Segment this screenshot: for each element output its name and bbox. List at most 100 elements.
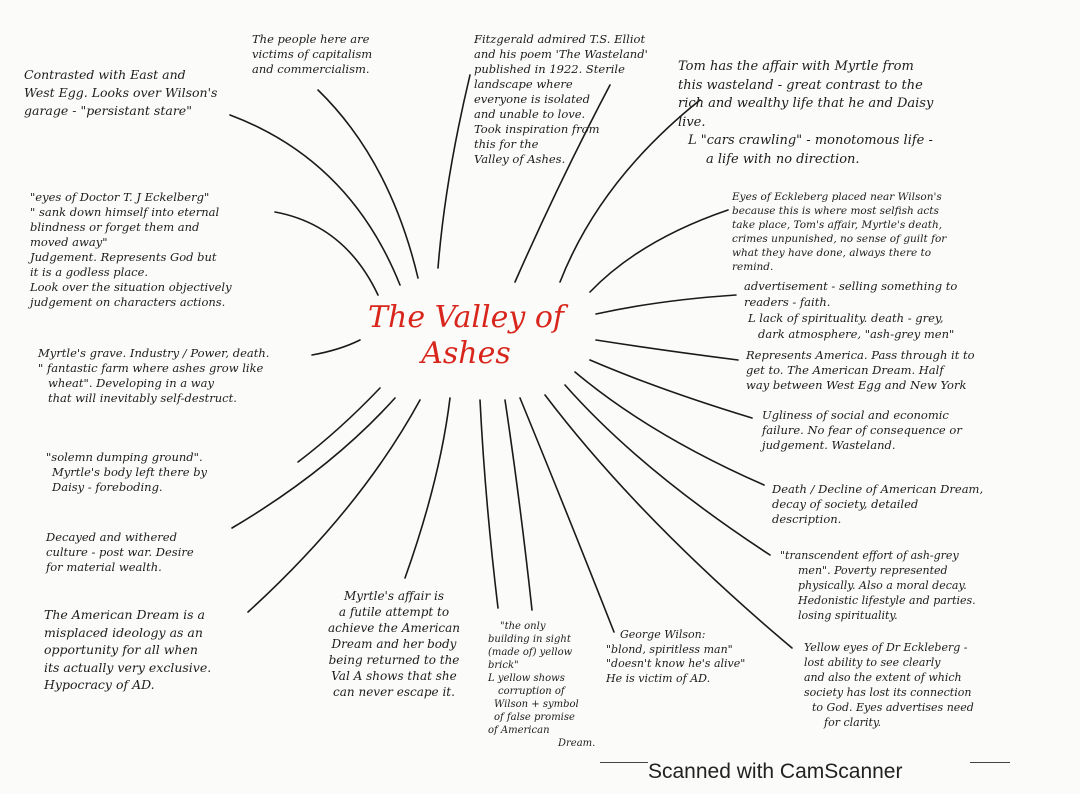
note-line: "eyes of Doctor T. J Eckelberg" (30, 190, 210, 204)
note-line: "blond, spiritless man" (606, 642, 733, 656)
note-transcendent: "transcendent effort of ash-grey men". P… (780, 548, 976, 623)
note-line: building in sight (488, 634, 571, 645)
note-line: West Egg. Looks over Wilson's (24, 85, 218, 100)
note-wilson: George Wilson: "blond, spiritless man" "… (606, 628, 745, 686)
note-line: Represents America. Pass through it to (746, 348, 975, 362)
note-line: Decayed and withered (46, 530, 177, 544)
note-line: The people here are (252, 32, 370, 46)
note-line: for material wealth. (46, 560, 162, 574)
note-line: garage - "persistant stare" (24, 103, 192, 118)
note-america: Represents America. Pass through it to g… (746, 348, 975, 393)
note-line: Eyes of Eckleberg placed near Wilson's (732, 191, 942, 203)
note-line: being returned to the (328, 653, 460, 667)
note-line: that will inevitably self-destruct. (48, 391, 237, 405)
ray-yellow (544, 394, 793, 649)
note-advertisement: advertisement - selling something to rea… (744, 278, 957, 342)
note-line: L "cars crawling" - monotomous life - (688, 133, 933, 148)
note-line: achieve the American (327, 621, 461, 635)
note-line: physically. Also a moral decay. (798, 579, 967, 592)
note-line: Tom has the affair with Myrtle from (678, 59, 914, 74)
note-line: and also the extent of which (804, 671, 962, 684)
note-line: take place, Tom's affair, Myrtle's death… (732, 219, 943, 231)
note-line: Contrasted with East and (24, 67, 186, 82)
note-line: dark atmosphere, "ash-grey men" (758, 327, 955, 341)
note-affair: Myrtle's affair is a futile attempt to a… (308, 588, 480, 700)
note-line: "transcendent effort of ash-grey (780, 549, 959, 562)
note-line: Val A shows that she (331, 669, 457, 683)
note-line: what they have done, always there to (732, 247, 932, 259)
ray-grave (311, 339, 361, 356)
note-line: "doesn't know he's alive" (606, 657, 746, 670)
note-line: Yellow eyes of Dr Eckleberg - (804, 641, 968, 654)
note-line: blindness or forget them and (30, 220, 200, 234)
note-line: published in 1922. Sterile (474, 62, 625, 76)
note-line: judgement on characters actions. (30, 295, 226, 309)
note-line: its actually very exclusive. (44, 659, 212, 675)
note-line: it is a godless place. (30, 265, 149, 279)
note-line: losing spirituality. (798, 609, 898, 622)
ray-placed (589, 209, 729, 293)
note-line: and his poem 'The Wasteland' (474, 47, 648, 61)
ray-transcendent (564, 384, 771, 556)
note-line: live. (678, 114, 706, 130)
note-line: L lack of spirituality. death - grey, (748, 311, 944, 325)
ray-decayed (231, 397, 396, 529)
note-line: culture - post war. Desire (46, 545, 194, 559)
note-line: Myrtle's body left there by (52, 465, 208, 479)
note-line: moved away" (30, 235, 108, 249)
note-decline: Death / Decline of American Dream, decay… (772, 482, 983, 527)
note-decayed: Decayed and withered culture - post war.… (46, 530, 194, 575)
ray-dream (247, 399, 421, 613)
map-title-line: The Valley of (367, 300, 564, 335)
note-line: failure. No fear of consequence or (762, 423, 962, 437)
note-line: can never escape it. (333, 685, 455, 699)
note-line: decay of society, detailed (772, 497, 919, 511)
ray-capitalism (317, 89, 419, 279)
note-building: "the only building in sight (made of) ye… (488, 620, 595, 750)
note-line: Judgement. Represents God but (30, 250, 217, 264)
note-ugliness: Ugliness of social and economic failure.… (762, 408, 962, 453)
note-line: a life with no direction. (706, 151, 860, 167)
note-line: remind. (732, 261, 774, 273)
note-line: of American (488, 725, 550, 736)
note-line: Wilson + symbol (494, 699, 579, 710)
ray-wilson (519, 397, 615, 633)
note-line: for clarity. (824, 716, 882, 729)
note-line: misplaced ideology as an (44, 624, 203, 640)
ray-solemn (297, 387, 381, 463)
note-line: get to. The American Dream. Half (746, 363, 944, 377)
note-eckleburg: "eyes of Doctor T. J Eckelberg" " sank d… (30, 190, 232, 310)
ray-building (479, 399, 499, 609)
ray-eliot-right (514, 84, 611, 283)
scanner-watermark: Scanned with CamScanner (648, 760, 903, 783)
note-line: a futile attempt to (338, 605, 450, 619)
note-line: He is victim of AD. (606, 671, 711, 685)
note-line: to God. Eyes advertises need (812, 701, 974, 714)
note-line: (made of) yellow (488, 647, 573, 658)
note-line: this wasteland - great contrast to the (678, 77, 923, 93)
note-line: men". Poverty represented (798, 564, 948, 577)
note-line: Hedonistic lifestyle and parties. (798, 594, 976, 607)
note-capitalism: The people here are victims of capitalis… (252, 32, 372, 77)
note-placed: Eyes of Eckleberg placed near Wilson's b… (732, 190, 946, 274)
note-line: L yellow shows (488, 673, 565, 684)
note-line: Dream. (558, 738, 596, 749)
ray-building-right (504, 399, 533, 611)
note-solemn: "solemn dumping ground". Myrtle's body l… (46, 450, 207, 495)
note-line: description. (772, 512, 842, 526)
note-line: Dream and her body (331, 637, 457, 651)
note-line: way between West Egg and New York (746, 378, 967, 392)
footer-rule (970, 762, 1010, 763)
footer-rule (600, 762, 648, 763)
ray-advertisement (595, 294, 737, 315)
note-line: Myrtle's affair is (343, 589, 445, 603)
note-line: The American Dream is a (44, 607, 205, 622)
note-line: Myrtle's grave. Industry / Power, death. (38, 346, 270, 360)
note-line: because this is where most selfish acts (732, 205, 939, 217)
ray-decline (574, 371, 765, 486)
ray-affair (404, 397, 451, 579)
note-dream: The American Dream is a misplaced ideolo… (44, 606, 211, 694)
note-line: corruption of (498, 686, 565, 697)
note-tom: Tom has the affair with Myrtle from this… (678, 58, 933, 169)
